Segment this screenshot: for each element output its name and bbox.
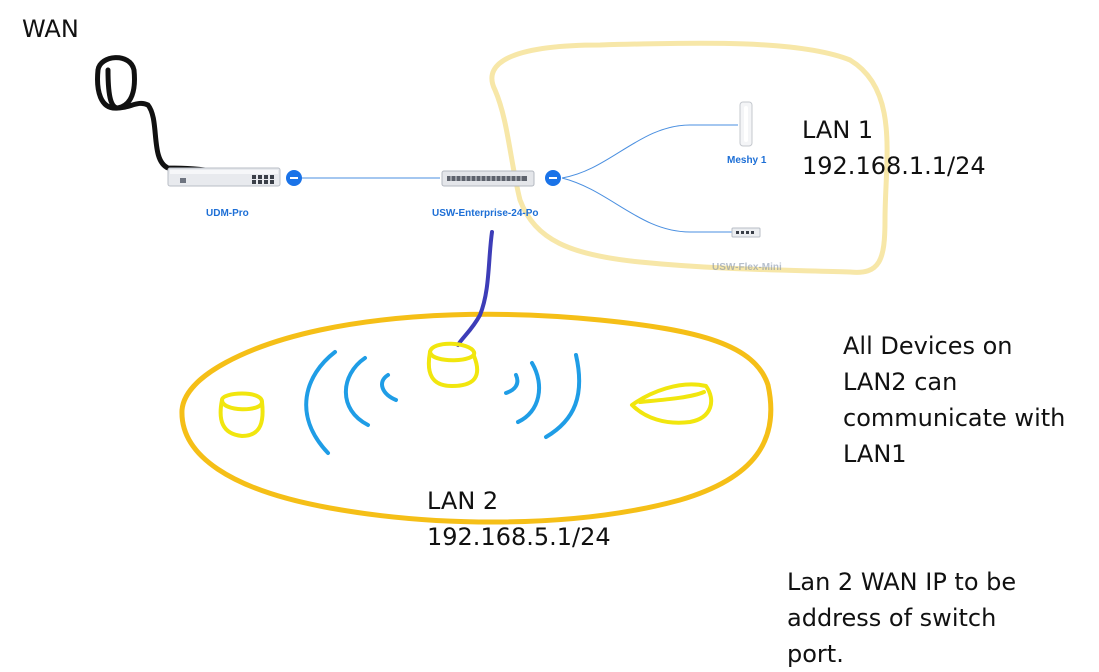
uplink-cable (456, 230, 494, 347)
wan-ip-note: Lan 2 WAN IP to be address of switch por… (787, 568, 1017, 668)
client-device-icon (218, 391, 265, 438)
wifi-wave-icon (516, 361, 542, 424)
wan-cable (95, 55, 253, 185)
lan2-outline (179, 311, 774, 525)
wifi-wave-icon (380, 373, 398, 402)
gateway-label[interactable]: UDM-Pro (206, 208, 249, 219)
client-device-icon (630, 382, 714, 425)
flex-switch-device[interactable] (731, 227, 761, 238)
access-point-device[interactable] (739, 101, 753, 147)
switch-port-dot[interactable] (545, 170, 561, 186)
wifi-wave-icon (304, 350, 337, 455)
gateway-port-dot[interactable] (286, 170, 302, 186)
lan2-name: LAN 2 (427, 487, 499, 515)
link-switch-flex (561, 177, 732, 233)
lan1-subnet: 192.168.1.1/24 (802, 152, 986, 180)
wan-label: WAN (22, 15, 79, 43)
client-device-icon (426, 341, 480, 388)
udm-pro-device[interactable] (167, 167, 281, 187)
communicate-note: All Devices on LAN2 can communicate with… (843, 332, 1066, 468)
wifi-wave-icon (504, 373, 520, 395)
switch-device[interactable] (441, 170, 535, 187)
lan2-subnet: 192.168.5.1/24 (427, 523, 611, 551)
access-point-label[interactable]: Meshy 1 (727, 155, 767, 166)
flex-switch-label[interactable]: USW-Flex-Mini (712, 262, 782, 273)
switch-label[interactable]: USW-Enterprise-24-Po (432, 208, 539, 219)
wifi-wave-icon (544, 353, 582, 439)
lan1-outline (489, 40, 890, 275)
lan1-name: LAN 1 (802, 116, 874, 144)
wifi-wave-icon (343, 356, 370, 427)
link-switch-ap (561, 124, 738, 179)
